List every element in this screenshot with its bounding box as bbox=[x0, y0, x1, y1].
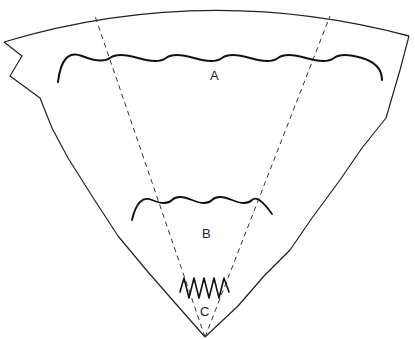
outer-arc bbox=[4, 10, 409, 42]
wave-b bbox=[132, 197, 272, 220]
wave-label: A bbox=[209, 69, 220, 83]
wave-a bbox=[58, 54, 382, 82]
wave-label: C bbox=[199, 305, 210, 319]
wave-label: B bbox=[201, 227, 212, 241]
dashed-ray bbox=[95, 16, 205, 337]
left-edge bbox=[4, 42, 205, 337]
wave-c bbox=[180, 278, 229, 298]
dashed-ray bbox=[205, 16, 330, 337]
right-edge bbox=[205, 36, 409, 337]
